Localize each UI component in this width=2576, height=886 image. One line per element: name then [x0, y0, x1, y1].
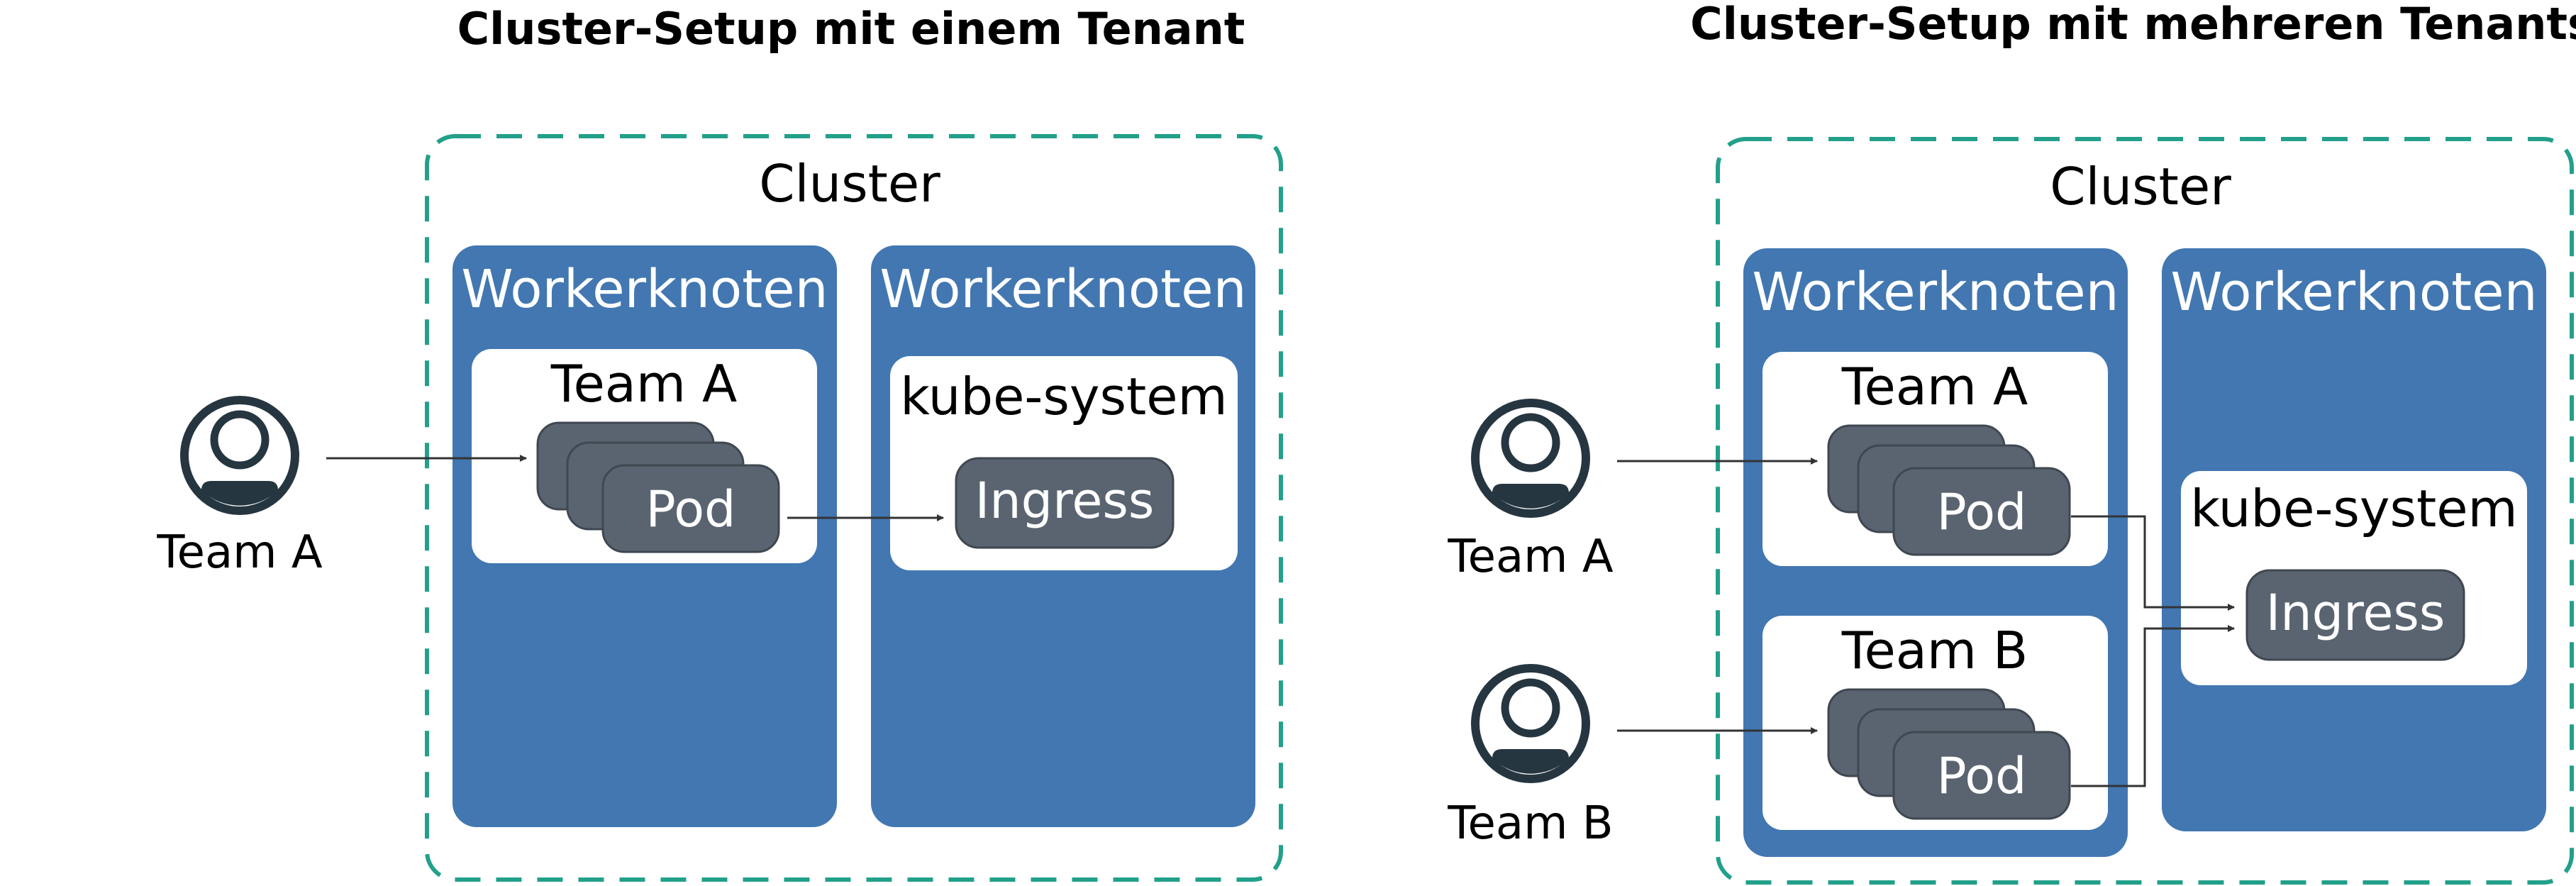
- single-tenant-user-team-a-icon: [180, 396, 299, 515]
- multi-tenant-worker-node-1-label: Workerknoten: [1752, 262, 2119, 323]
- multi-tenant-user-team-a-label: Team A: [1447, 531, 1614, 583]
- single-tenant-pod-label: Pod: [646, 480, 736, 538]
- multi-tenant-team-a-pods: Pod: [1827, 424, 2071, 556]
- single-tenant-worker-node-1-label: Workerknoten: [461, 259, 828, 320]
- pod-stack-front: [1892, 467, 2071, 556]
- single-tenant-setup: Cluster-Setup mit einem Tenant Cluster W…: [156, 3, 1283, 882]
- multi-tenant-cluster-border: [1716, 137, 2574, 885]
- multi-tenant-team-a-namespace-label: Team A: [1841, 357, 2028, 416]
- single-tenant-ingress: [955, 457, 1175, 549]
- single-tenant-title: Cluster-Setup mit einem Tenant: [457, 3, 1245, 55]
- multi-tenant-user-team-b-icon: [1471, 664, 1590, 783]
- multi-tenant-pod-b-label: Pod: [1937, 747, 2027, 805]
- multi-tenant-ingress-label: Ingress: [2266, 584, 2445, 642]
- multi-tenant-cluster-label: Cluster: [2050, 157, 2231, 216]
- single-tenant-team-a-pods: Pod: [536, 421, 780, 553]
- single-tenant-user-team-a-label: Team A: [156, 526, 323, 579]
- multi-tenant-ingress: [2245, 569, 2465, 661]
- arrow-pod-b-to-ingress: [2071, 625, 2235, 787]
- single-tenant-worker-node-2-label: Workerknoten: [879, 259, 1246, 320]
- single-tenant-cluster-label: Cluster: [759, 154, 940, 214]
- multi-tenant-pod-a-label: Pod: [1937, 483, 2027, 541]
- pod-stack-front: [601, 464, 780, 553]
- multi-tenant-setup: Cluster-Setup mit mehreren Tenants Clust…: [1447, 0, 2576, 885]
- multi-tenant-worker-node-2-label: Workerknoten: [2170, 262, 2537, 323]
- single-tenant-team-a-namespace-label: Team A: [550, 354, 737, 414]
- single-tenant-cluster-border: [425, 134, 1283, 882]
- multi-tenant-user-team-b-label: Team B: [1447, 797, 1613, 850]
- single-tenant-ingress-label: Ingress: [975, 472, 1155, 530]
- multi-tenant-kube-system-label: kube-system: [2190, 479, 2517, 538]
- multi-tenant-team-b-pods: Pod: [1827, 688, 2071, 820]
- multi-tenant-team-b-namespace-label: Team B: [1841, 621, 2028, 680]
- multi-tenant-title: Cluster-Setup mit mehreren Tenants: [1690, 0, 2576, 50]
- multi-tenant-user-team-a-icon: [1471, 399, 1590, 518]
- pod-stack-front: [1892, 731, 2071, 820]
- arrow-pod-a-to-ingress: [2071, 515, 2235, 611]
- single-tenant-kube-system-label: kube-system: [900, 367, 1227, 426]
